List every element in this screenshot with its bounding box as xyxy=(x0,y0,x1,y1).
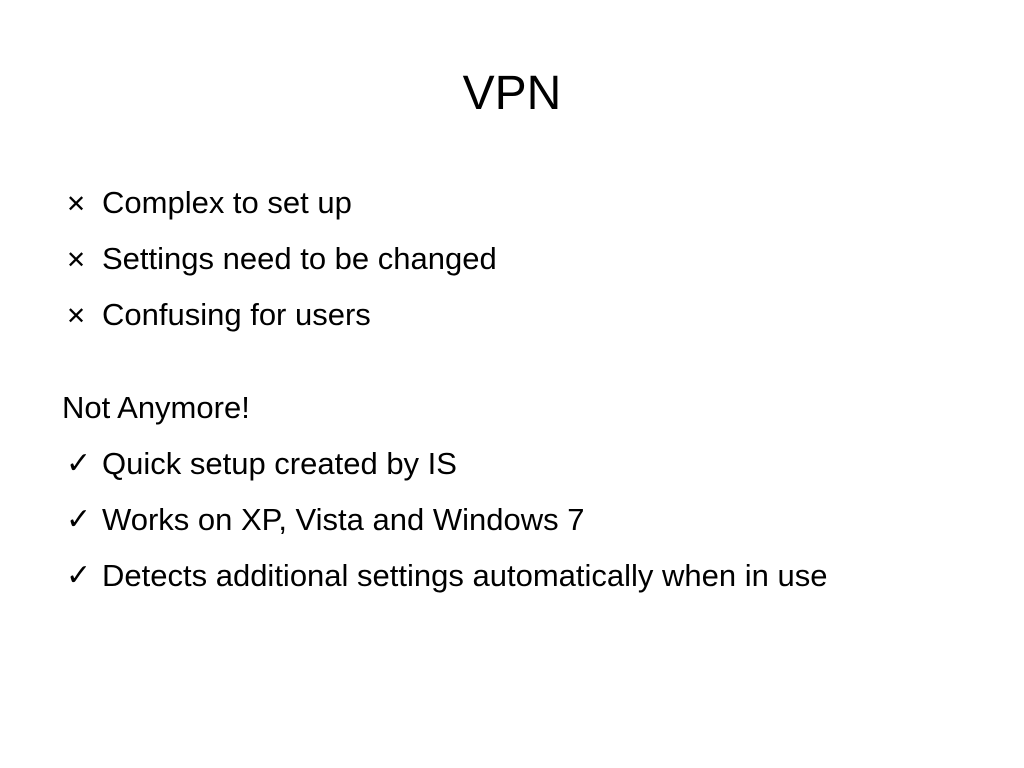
cross-icon: ✕ xyxy=(66,303,87,330)
cons-list: ✕ Complex to set up ✕ Settings need to b… xyxy=(62,184,962,334)
cross-icon: ✕ xyxy=(66,191,87,218)
cons-item-text: Confusing for users xyxy=(102,297,371,332)
check-icon: ✓ xyxy=(66,559,92,592)
cons-item-text: Complex to set up xyxy=(102,185,352,220)
pros-item-text: Quick setup created by IS xyxy=(102,446,457,481)
pros-item: ✓ Quick setup created by IS xyxy=(62,445,962,483)
pros-item: ✓ Works on XP, Vista and Windows 7 xyxy=(62,501,962,539)
slide-body: ✕ Complex to set up ✕ Settings need to b… xyxy=(62,184,962,613)
check-icon: ✓ xyxy=(66,503,92,536)
section-heading: Not Anymore! xyxy=(62,390,250,425)
pros-list: ✓ Quick setup created by IS ✓ Works on X… xyxy=(62,445,962,595)
cons-item-text: Settings need to be changed xyxy=(102,241,497,276)
slide-title: VPN xyxy=(462,67,562,120)
spacer xyxy=(62,352,962,389)
pros-item-text: Works on XP, Vista and Windows 7 xyxy=(102,502,585,537)
cons-item: ✕ Settings need to be changed xyxy=(62,240,962,278)
cons-item: ✕ Complex to set up xyxy=(62,184,962,222)
cons-item: ✕ Confusing for users xyxy=(62,296,962,334)
pros-item: ✓ Detects additional settings automatica… xyxy=(62,557,962,595)
check-icon: ✓ xyxy=(66,447,92,480)
pros-item-text: Detects additional settings automaticall… xyxy=(102,558,828,593)
cross-icon: ✕ xyxy=(66,247,87,274)
